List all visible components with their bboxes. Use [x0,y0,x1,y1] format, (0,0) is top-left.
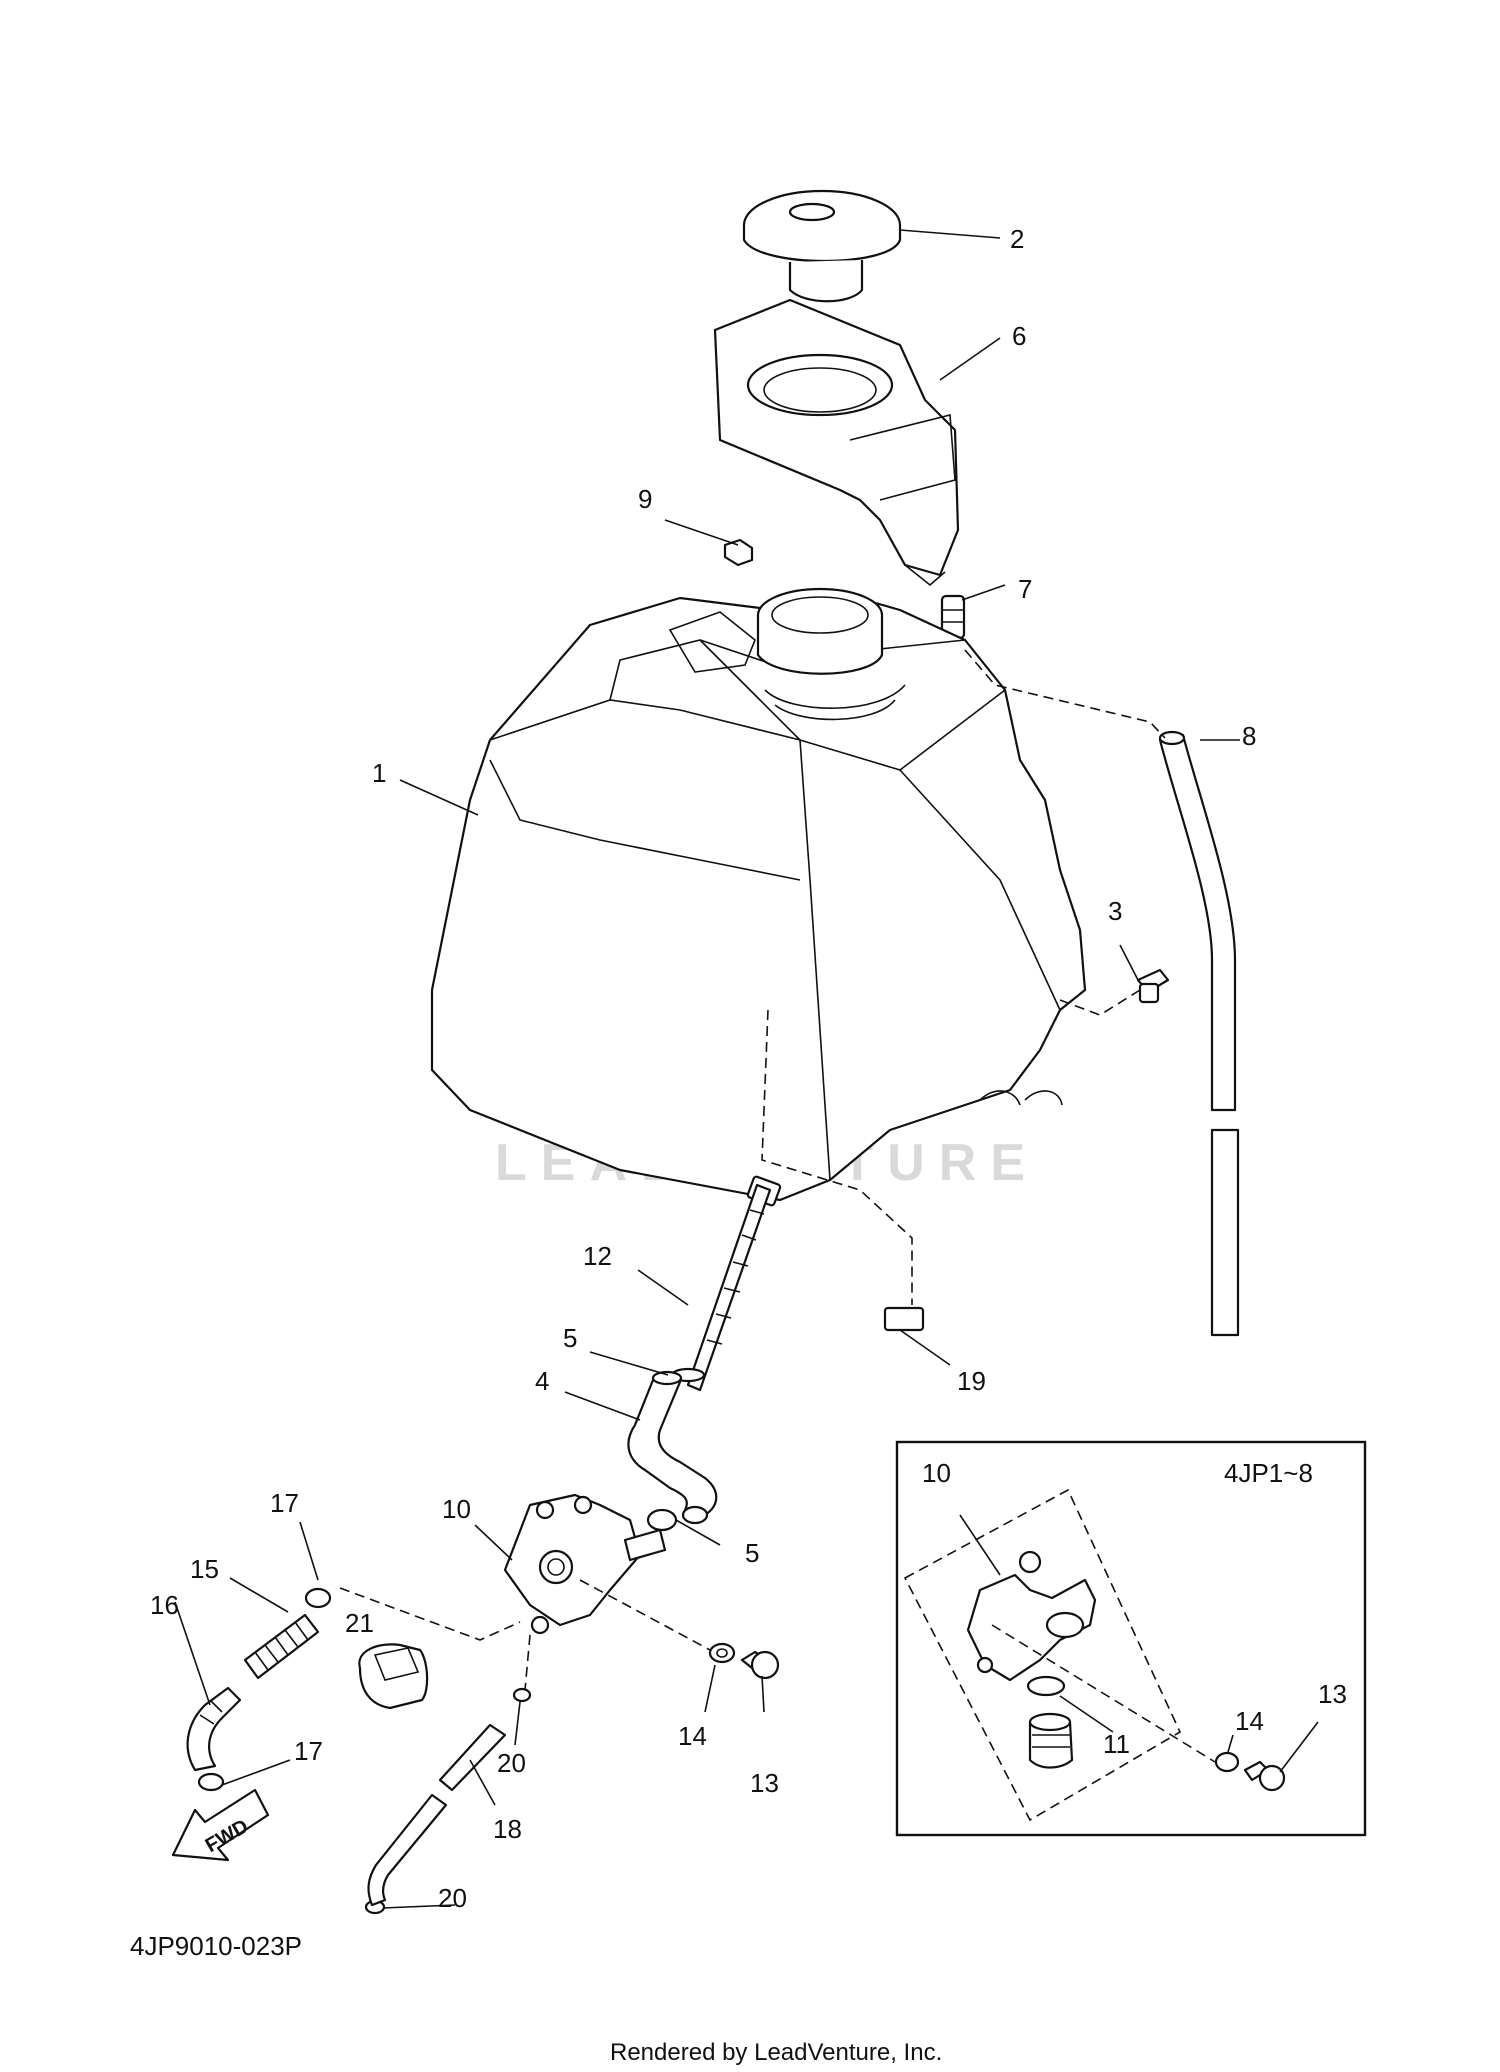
callout-12: 12 [583,1241,612,1271]
part-6-cover[interactable] [713,298,960,587]
part-4-hose[interactable] [627,1370,718,1525]
callout-5-lower: 5 [745,1538,759,1568]
inset-panel-4jp1-8: 4JP1~8 [895,1440,1367,1837]
callout-inset-14: 14 [1235,1706,1264,1736]
callout-5-upper: 5 [563,1323,577,1353]
leader-lines [174,229,1319,1909]
part-15-bellows[interactable] [243,1613,320,1680]
part-7-fitting[interactable] [940,594,966,640]
part-17-clip-upper[interactable] [304,1587,332,1609]
part-3-bolt[interactable] [1136,968,1170,1004]
callout-inset-11: 11 [1103,1729,1130,1759]
callout-2: 2 [1010,224,1024,254]
part-13-screw[interactable] [740,1650,780,1680]
callout-16: 16 [150,1590,179,1620]
part-16-elbow-hose[interactable] [186,1686,242,1772]
callout-17-lower: 17 [294,1736,323,1766]
part-17-clip-lower[interactable] [197,1772,225,1792]
drawing-code: 4JP9010-023P [130,1931,302,1961]
callout-17-upper: 17 [270,1488,299,1518]
callout-20-upper: 20 [497,1748,526,1778]
part-2-cap[interactable] [742,189,902,303]
callout-20-lower: 20 [438,1883,467,1913]
callout-18: 18 [493,1814,522,1844]
part-5-clamp-lower[interactable] [646,1508,678,1532]
part-12-strainer[interactable] [686,1183,772,1392]
callout-19: 19 [957,1366,986,1396]
part-8-hose[interactable] [1158,730,1240,1337]
forward-arrow: FWD [171,1788,270,1862]
callout-numbers: 2 6 9 7 8 1 3 12 5 19 4 10 5 17 15 16 21… [150,224,1347,1913]
callout-1: 1 [372,758,386,788]
part-18-hose[interactable] [367,1723,507,1907]
callout-9: 9 [638,484,652,514]
callout-15: 15 [190,1554,219,1584]
callout-8: 8 [1242,721,1256,751]
part-10-fuel-cock[interactable] [503,1493,667,1635]
inset-part-13-screw[interactable] [1243,1760,1286,1792]
callout-3: 3 [1108,896,1122,926]
part-21-cover[interactable] [358,1643,429,1710]
callout-14: 14 [678,1721,707,1751]
callout-6: 6 [1012,321,1026,351]
inset-part-11-filter[interactable] [1026,1675,1074,1769]
callout-10: 10 [442,1494,471,1524]
inset-label: 4JP1~8 [1224,1458,1313,1488]
callout-13: 13 [750,1768,779,1798]
callout-inset-13: 13 [1318,1679,1347,1709]
inset-part-10-fuel-cock[interactable] [966,1550,1097,1682]
part-9-nut[interactable] [723,538,754,567]
footer-credit: Rendered by LeadVenture, Inc. [610,2039,942,2066]
part-14-washer[interactable] [708,1642,736,1664]
part-1-fuel-tank[interactable] [430,587,1087,1207]
callout-7: 7 [1018,574,1032,604]
part-20-clip-upper[interactable] [512,1687,532,1703]
callout-4: 4 [535,1366,549,1396]
callout-inset-10: 10 [922,1458,951,1488]
part-19-label[interactable] [883,1306,925,1332]
inset-part-14-washer[interactable] [1214,1751,1240,1773]
callout-21: 21 [345,1608,374,1638]
